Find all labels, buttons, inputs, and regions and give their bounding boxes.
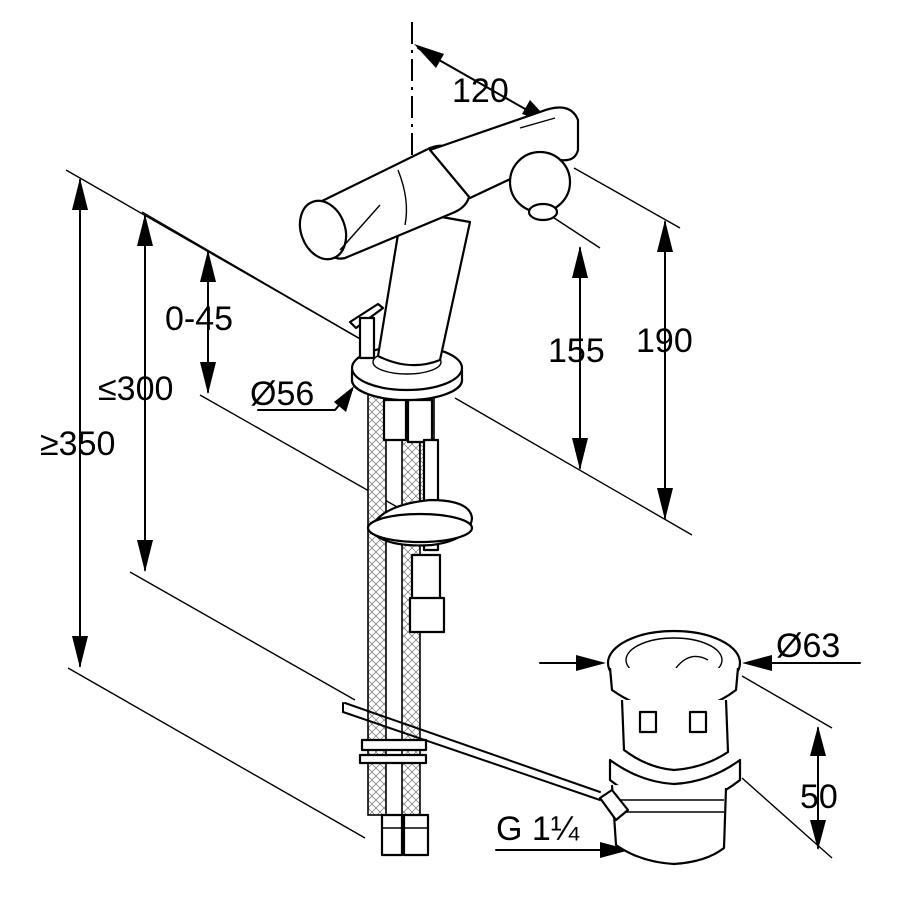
dim-50 (810, 726, 826, 850)
waste-valve (598, 629, 742, 866)
label-spout-height: 155 (548, 332, 605, 370)
leader-thread (495, 842, 630, 858)
label-waste-diameter: Ø63 (776, 627, 840, 665)
label-min-total-length: ≥350 (40, 425, 115, 463)
dim-63 (539, 655, 861, 671)
dim-350 (72, 178, 88, 668)
label-waste-height: 50 (800, 778, 838, 816)
dim-300 (137, 214, 153, 572)
leader-56 (257, 386, 354, 412)
pull-rod (342, 702, 601, 801)
dim-155 (572, 246, 588, 470)
faucet (298, 106, 580, 402)
mounting-kit (366, 438, 474, 634)
label-waste-thread: G 1¼ (496, 810, 580, 848)
label-tap-height: 190 (636, 322, 693, 360)
label-spout-reach: 120 (452, 72, 509, 110)
extension-lines (65, 167, 833, 859)
dim-190 (657, 220, 673, 520)
dim-0-45 (200, 250, 216, 394)
label-deck-thickness: 0-45 (165, 300, 233, 338)
label-min-supply-length: ≤300 (98, 370, 173, 408)
label-base-diameter: Ø56 (250, 375, 314, 413)
